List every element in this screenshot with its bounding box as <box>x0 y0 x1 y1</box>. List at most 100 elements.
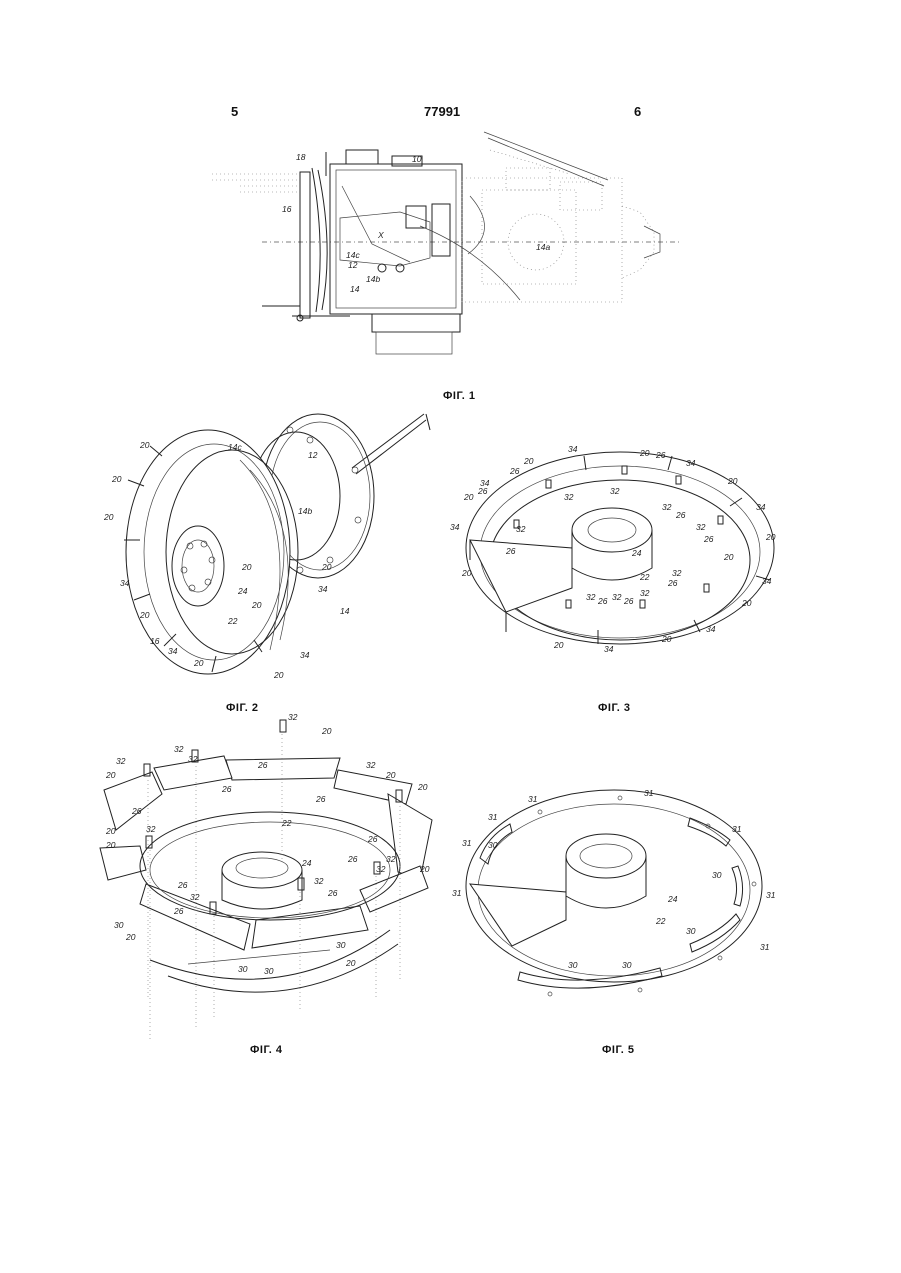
figure-2-drawing <box>124 414 430 674</box>
fig4-label: 20 <box>105 840 116 850</box>
fig1-label: X <box>377 230 384 240</box>
fig3-label: 26 <box>703 534 714 544</box>
fig3-label: 26 <box>505 546 516 556</box>
fig5-label: 30 <box>622 960 632 970</box>
fig2-label: 20 <box>139 610 150 620</box>
fig3-label: 20 <box>741 598 752 608</box>
fig3-label: 32 <box>662 502 672 512</box>
fig5-label: 24 <box>667 894 678 904</box>
figure-2-caption: ФІГ. 2 <box>226 702 259 714</box>
fig3-label: 20 <box>639 448 650 458</box>
fig3-label: 34 <box>568 444 578 454</box>
fig4-label: 32 <box>190 892 200 902</box>
fig4-label: 26 <box>221 784 232 794</box>
fig4-label: 20 <box>105 826 116 836</box>
fig4-label: 24 <box>301 858 312 868</box>
fig5-label: 31 <box>488 812 498 822</box>
figure-5-caption: ФІГ. 5 <box>602 1044 635 1056</box>
fig3-label: 32 <box>640 588 650 598</box>
fig3-label: 32 <box>612 592 622 602</box>
fig4-label: 26 <box>327 888 338 898</box>
fig3-label: 20 <box>523 456 534 466</box>
fig4-label: 26 <box>257 760 268 770</box>
fig4-label: 32 <box>314 876 324 886</box>
fig5-label: 22 <box>655 916 666 926</box>
fig3-label: 34 <box>756 502 766 512</box>
fig2-label: 20 <box>321 562 332 572</box>
fig5-label: 31 <box>732 824 742 834</box>
fig4-label: 32 <box>386 854 396 864</box>
fig3-label: 32 <box>564 492 574 502</box>
fig5-label: 31 <box>528 794 538 804</box>
fig5-label: 31 <box>760 942 770 952</box>
fig2-label: 20 <box>241 562 252 572</box>
fig2-label: 14 <box>340 606 350 616</box>
fig4-label: 20 <box>385 770 396 780</box>
fig3-label: 32 <box>672 568 682 578</box>
fig3-label: 26 <box>597 596 608 606</box>
fig1-label: 14a <box>536 242 550 252</box>
fig3-label: 26 <box>667 578 678 588</box>
fig3-label: 20 <box>463 492 474 502</box>
fig5-label: 30 <box>712 870 722 880</box>
fig4-label: 20 <box>321 726 332 736</box>
fig1-label: 14b <box>366 274 380 284</box>
fig4-label: 20 <box>417 782 428 792</box>
fig5-label: 31 <box>766 890 776 900</box>
fig3-label: 20 <box>461 568 472 578</box>
fig4-label: 20 <box>419 864 430 874</box>
fig2-label: 14c <box>228 442 242 452</box>
fig3-label: 34 <box>604 644 614 654</box>
fig2-label: 34 <box>120 578 130 588</box>
fig1-label: 16 <box>282 204 292 214</box>
fig3-label: 32 <box>610 486 620 496</box>
fig4-label: 26 <box>173 906 184 916</box>
fig3-label: 24 <box>631 548 642 558</box>
fig2-label: 20 <box>103 512 114 522</box>
fig4-label: 32 <box>116 756 126 766</box>
fig2-label: 12 <box>308 450 318 460</box>
fig5-label: 31 <box>462 838 472 848</box>
fig4-label: 32 <box>288 712 298 722</box>
fig2-label: 22 <box>227 616 238 626</box>
fig4-label: 20 <box>105 770 116 780</box>
figure-1-caption: ФІГ. 1 <box>443 390 476 402</box>
fig5-label: 30 <box>686 926 696 936</box>
fig2-label: 16 <box>150 636 160 646</box>
fig4-label: 20 <box>125 932 136 942</box>
fig3-label: 32 <box>516 524 526 534</box>
fig4-label: 32 <box>366 760 376 770</box>
figure-5-drawing <box>466 790 762 996</box>
fig4-label: 26 <box>177 880 188 890</box>
fig3-label: 22 <box>639 572 650 582</box>
figure-1-drawing <box>212 132 680 354</box>
fig3-label: 26 <box>675 510 686 520</box>
fig4-label: 26 <box>315 794 326 804</box>
fig3-label: 20 <box>661 634 672 644</box>
fig2-label: 34 <box>300 650 310 660</box>
fig4-label: 22 <box>281 818 292 828</box>
fig4-label: 20 <box>345 958 356 968</box>
fig5-label: 30 <box>568 960 578 970</box>
fig4-label: 32 <box>146 824 156 834</box>
fig5-label: 30 <box>488 840 498 850</box>
fig3-label: 32 <box>586 592 596 602</box>
fig3-label: 26 <box>509 466 520 476</box>
fig3-label: 20 <box>765 532 776 542</box>
fig4-label: 32 <box>376 864 386 874</box>
fig3-label: 26 <box>655 450 666 460</box>
fig3-label: 26 <box>477 486 488 496</box>
fig4-label: 26 <box>367 834 378 844</box>
fig3-label: 34 <box>686 458 696 468</box>
fig2-label: 20 <box>251 600 262 610</box>
fig4-label: 30 <box>264 966 274 976</box>
fig4-label: 26 <box>131 806 142 816</box>
fig2-label: 34 <box>318 584 328 594</box>
fig3-label: 34 <box>762 576 772 586</box>
fig3-label: 20 <box>723 552 734 562</box>
fig1-label: 10 <box>412 154 422 164</box>
fig1-label: 12 <box>348 260 358 270</box>
fig2-label: 20 <box>139 440 150 450</box>
fig2-label: 14b <box>298 506 312 516</box>
